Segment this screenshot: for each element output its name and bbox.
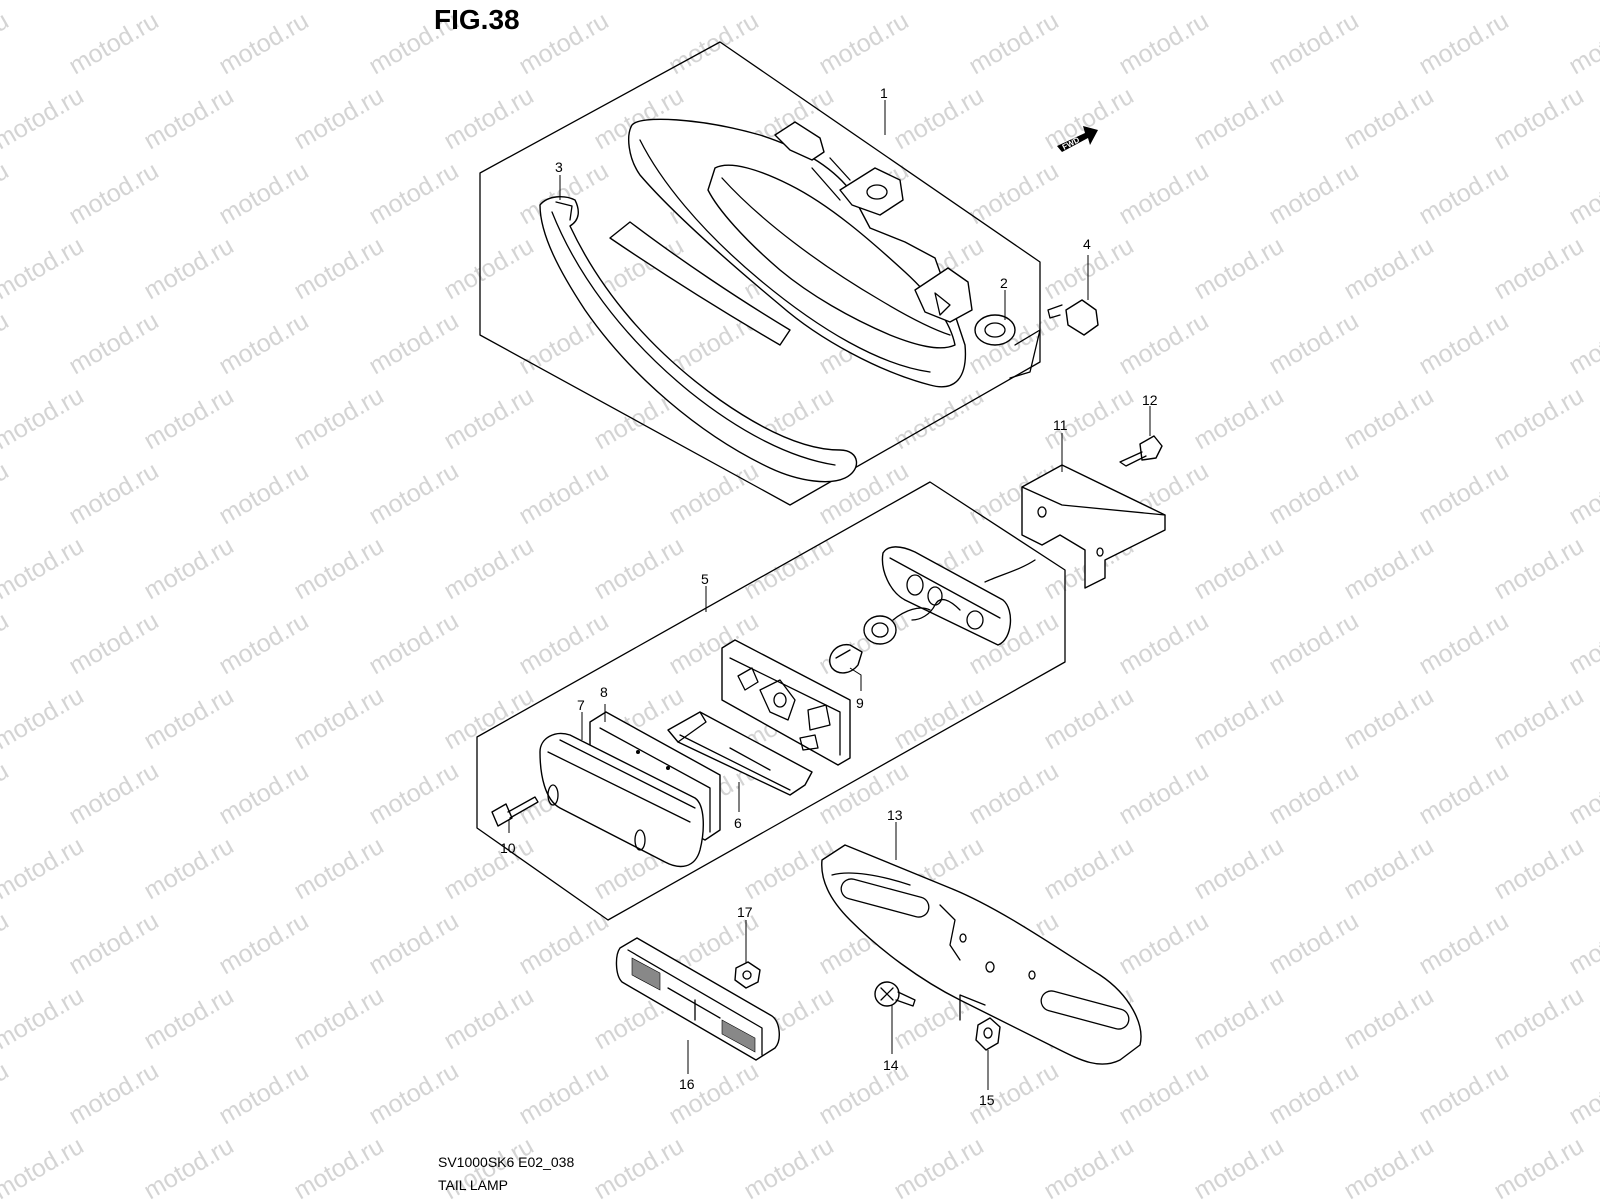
leader-lines xyxy=(508,100,1151,1090)
tail-lamp-assembly-box xyxy=(479,41,1041,506)
callout-5: 5 xyxy=(701,571,709,587)
license-bracket-part-13 xyxy=(821,844,1142,1065)
callout-15: 15 xyxy=(979,1092,995,1108)
lens-strip-part xyxy=(539,196,858,483)
bracket-part-11 xyxy=(1021,464,1166,589)
bolt-part-4 xyxy=(1009,299,1099,379)
tail-lamp-housing-part xyxy=(628,118,973,388)
reflector-part-16 xyxy=(615,937,780,1061)
screw-part-14 xyxy=(874,981,986,1021)
callout-14: 14 xyxy=(883,1057,899,1073)
callout-3: 3 xyxy=(555,159,563,175)
callout-16: 16 xyxy=(679,1076,695,1092)
nut-part-17 xyxy=(734,961,761,989)
bulb-part-9 xyxy=(829,644,863,674)
screw-part-12 xyxy=(1119,435,1163,467)
callout-11: 11 xyxy=(1053,417,1068,433)
callout-13: 13 xyxy=(887,807,903,823)
callout-12: 12 xyxy=(1142,392,1158,408)
lamp-base-plate xyxy=(881,546,1036,646)
figure-code: SV1000SK6 E02_038 xyxy=(438,1154,575,1170)
nut-part-15 xyxy=(975,1017,1001,1051)
lens-part-7 xyxy=(539,732,704,868)
license-lamp-assembly-box xyxy=(476,481,1066,921)
lamp-frame-part xyxy=(721,639,851,766)
callout-9: 9 xyxy=(856,695,864,711)
reflector-tray-part xyxy=(667,711,813,796)
callout-8: 8 xyxy=(600,684,608,700)
callout-6: 6 xyxy=(734,815,742,831)
callout-17: 17 xyxy=(737,904,753,920)
callout-labels: 1 2 3 4 5 6 7 8 9 10 11 12 13 14 15 16 1… xyxy=(500,85,1158,1108)
grommet-part xyxy=(974,314,1016,346)
figure-title: FIG.38 xyxy=(434,4,520,35)
callout-10: 10 xyxy=(500,840,516,856)
callout-4: 4 xyxy=(1083,236,1091,252)
callout-2: 2 xyxy=(1000,275,1008,291)
callout-7: 7 xyxy=(577,697,585,713)
callout-1: 1 xyxy=(880,85,888,101)
forward-direction-badge: FWD xyxy=(1057,126,1098,152)
bulb-socket xyxy=(863,607,931,645)
figure-name: TAIL LAMP xyxy=(438,1177,509,1193)
lens-inner-strip xyxy=(609,221,791,346)
screw-part-10 xyxy=(491,796,539,827)
